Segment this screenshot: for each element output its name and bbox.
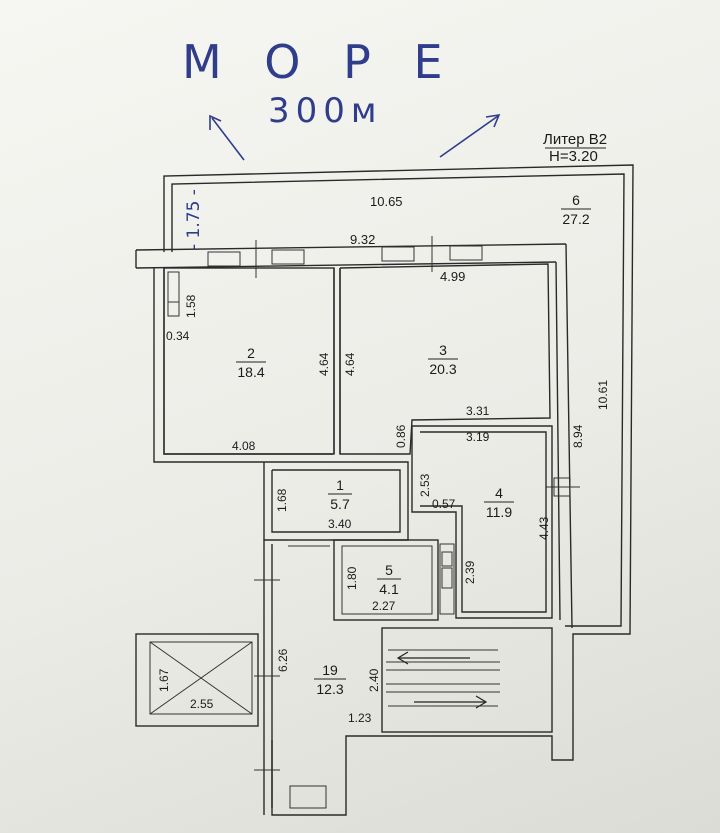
- room-4-area: 11.9: [486, 504, 512, 520]
- dim-8-94: 8.94: [571, 424, 585, 448]
- dim-3-40: 3.40: [328, 517, 352, 531]
- room-1-area: 5.7: [330, 496, 350, 512]
- dim-2-27: 2.27: [372, 599, 396, 613]
- dim-1-67: 1.67: [157, 668, 171, 692]
- sea-label: М О Р Е: [182, 35, 457, 89]
- room-labels: 2 18.4 3 20.3 1 5.7 4 11.9 5 4.1 19 12.3…: [236, 192, 591, 697]
- room-1-number: 1: [336, 477, 344, 493]
- room-5-number: 5: [385, 562, 393, 578]
- side-note: - 1.75 -: [184, 189, 204, 250]
- distance-label: 300м: [268, 91, 383, 131]
- dim-4-64-left: 4.64: [317, 352, 331, 376]
- height-label: Н=3.20: [549, 148, 598, 165]
- dim-2-55: 2.55: [190, 697, 214, 711]
- dim-0-57: 0.57: [432, 497, 456, 511]
- dim-3-19: 3.19: [466, 430, 490, 444]
- room-19-area: 12.3: [316, 681, 343, 697]
- room-3-number: 3: [439, 342, 447, 358]
- stairwell: [381, 627, 553, 733]
- upper-rooms: [163, 263, 551, 455]
- room-4-number: 4: [495, 485, 503, 501]
- arrow-right: [439, 115, 499, 158]
- room-19-number: 19: [322, 662, 338, 678]
- room-5-area: 4.1: [379, 581, 399, 597]
- dim-0-86: 0.86: [394, 424, 408, 448]
- dim-9-32: 9.32: [350, 232, 375, 247]
- room-6-area: 27.2: [562, 211, 589, 227]
- dim-4-43: 4.43: [537, 516, 551, 540]
- liter-label: Литер В2: [543, 131, 607, 148]
- stair-arrow-down: [475, 695, 488, 709]
- dim-10-61: 10.61: [596, 380, 610, 410]
- dim-2-40: 2.40: [367, 668, 381, 692]
- dim-6-26: 6.26: [276, 648, 290, 672]
- handwritten-annotations: М О Р Е 300м - 1.75 -: [182, 35, 501, 250]
- dim-1-58: 1.58: [184, 294, 198, 318]
- shaft: [135, 633, 259, 727]
- dim-1-68: 1.68: [275, 488, 289, 512]
- room-2-number: 2: [247, 345, 255, 361]
- dim-4-08: 4.08: [232, 439, 256, 453]
- dim-2-39: 2.39: [463, 560, 477, 584]
- dim-3-31: 3.31: [466, 404, 490, 418]
- dim-0-34: 0.34: [166, 329, 190, 343]
- room-6-number: 6: [572, 192, 580, 208]
- room-2-area: 18.4: [237, 364, 264, 380]
- arrow-left: [211, 117, 245, 161]
- plan-header: Литер В2 Н=3.20: [543, 131, 607, 165]
- dim-1-80: 1.80: [345, 566, 359, 590]
- dim-1-23: 1.23: [348, 711, 372, 725]
- dim-4-64-right: 4.64: [343, 352, 357, 376]
- outer-walls: [135, 164, 634, 816]
- dim-2-53: 2.53: [418, 473, 432, 497]
- dim-10-65: 10.65: [370, 194, 403, 209]
- dimension-labels: 10.65 9.32 4.99 1.58 0.34 4.64 4.64 4.08…: [157, 194, 610, 725]
- stair-arrow-up: [396, 651, 409, 665]
- room-3-area: 20.3: [429, 361, 456, 377]
- lower-rooms: [254, 425, 553, 815]
- dim-4-99: 4.99: [440, 269, 465, 284]
